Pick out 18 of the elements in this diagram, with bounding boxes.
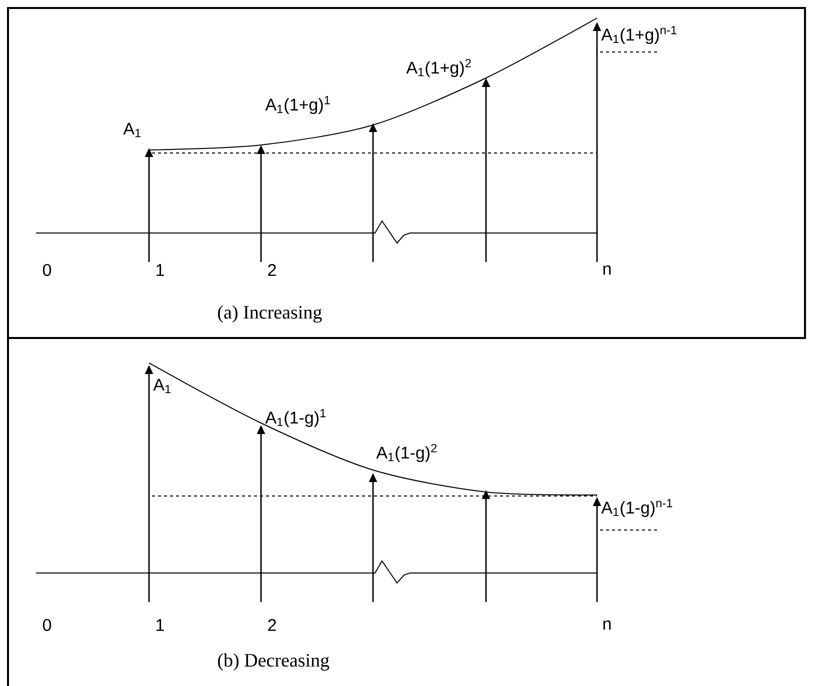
period-number: n <box>603 620 611 630</box>
period-number: 1 <box>156 619 164 631</box>
period-number: 2 <box>268 619 276 631</box>
cash-flow-label: A$_{1}$(1+g)$^{2}$ <box>406 58 471 78</box>
cash-flow-label: A$_{1}$ <box>123 122 141 138</box>
cash-flow-label: A$_{1}$ <box>153 378 171 394</box>
cash-flow-label: A$_{1}$(1+g)$^{n-1}$ <box>601 26 676 44</box>
cash-flow-label: A$_{1}$(1-g)$^{2}$ <box>376 444 437 462</box>
period-number: 0 <box>42 264 52 276</box>
panel-caption: (b) Decreasing <box>218 653 330 671</box>
cash-flow-label: A$_{1}$(1-g)$^{n-1}$ <box>601 499 672 517</box>
period-number: 2 <box>268 264 276 276</box>
cash-flow-label: A$_{1}$(1-g)$^{1}$ <box>265 409 326 427</box>
period-number: 1 <box>156 264 164 276</box>
period-number: n <box>603 265 611 275</box>
cash-flow-label: A$_{1}$(1+g)$^{1}$ <box>265 96 330 114</box>
panel-caption: (a) Increasing <box>218 305 322 323</box>
period-number: 0 <box>42 618 52 632</box>
